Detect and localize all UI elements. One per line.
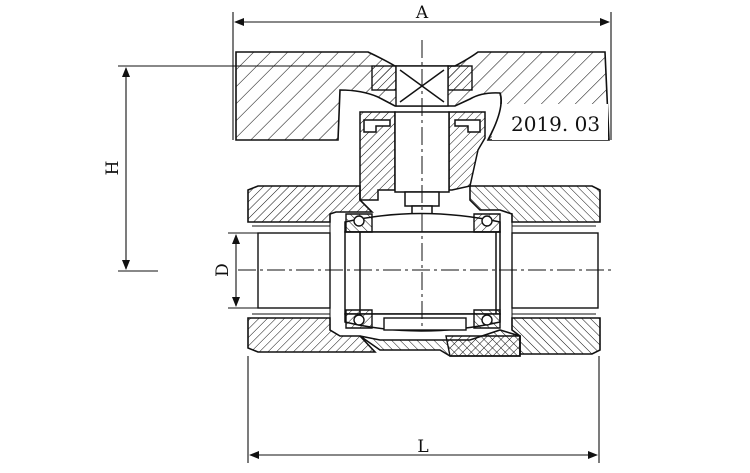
centerlines	[238, 40, 614, 330]
port-bores	[257, 232, 599, 309]
body-cavity	[383, 317, 467, 331]
valve-body	[247, 185, 601, 357]
dimension-l-label: L	[417, 437, 428, 457]
dimension-h-label: H	[103, 161, 123, 176]
dimension-a-label: A	[415, 3, 429, 23]
end-cap	[445, 335, 521, 357]
bonnet	[359, 111, 486, 201]
dimension-a	[232, 12, 612, 140]
ball-seats	[345, 213, 501, 329]
dimension-l	[247, 356, 600, 463]
handle-date-marking: 2019. 03	[511, 112, 600, 136]
dimension-d	[228, 232, 258, 309]
dimension-d-label: D	[213, 263, 233, 277]
